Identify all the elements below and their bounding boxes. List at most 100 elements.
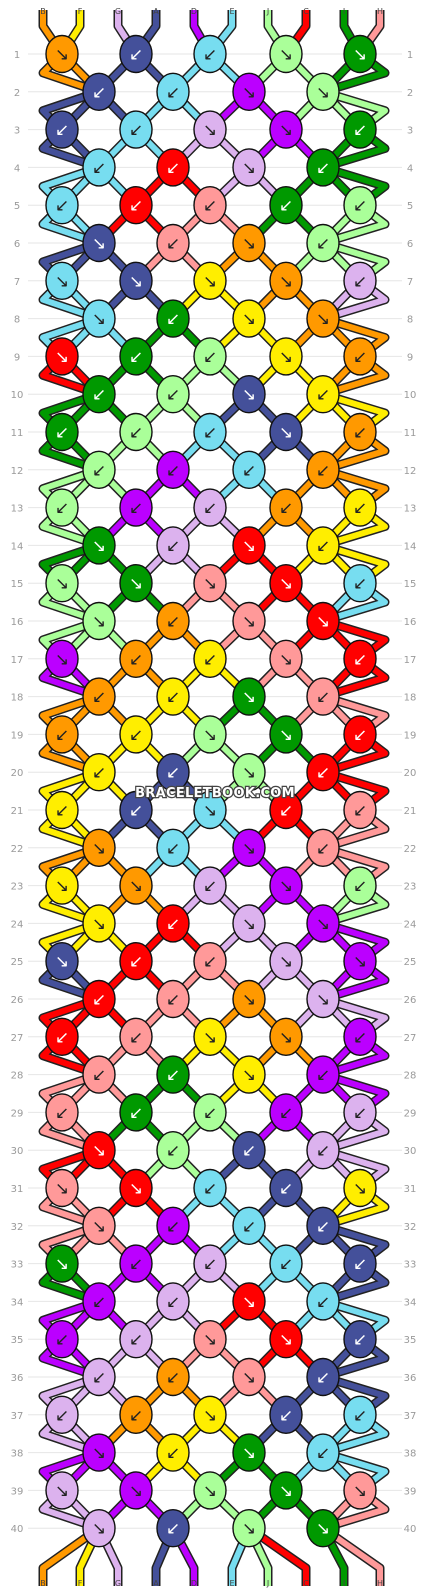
knot bbox=[45, 942, 79, 981]
knot bbox=[119, 488, 153, 527]
row-number-right: 24 bbox=[404, 919, 417, 930]
knot bbox=[156, 1206, 190, 1246]
knot bbox=[232, 375, 266, 414]
knot bbox=[232, 148, 266, 187]
knot bbox=[232, 601, 266, 641]
knot-arrow-icon: ↘ bbox=[92, 1444, 106, 1464]
knot bbox=[343, 488, 377, 527]
row-number-right: 11 bbox=[404, 428, 417, 439]
knot-arrow-icon: ↙ bbox=[129, 725, 143, 745]
knot-arrow-icon: ↙ bbox=[166, 914, 180, 934]
knot bbox=[306, 828, 340, 867]
knot-arrow-icon: ↙ bbox=[203, 650, 217, 670]
knot bbox=[45, 1244, 79, 1283]
knot-arrow-icon: ↘ bbox=[242, 83, 256, 103]
knot-arrow-icon: ↙ bbox=[316, 385, 330, 405]
knot-arrow-icon: ↙ bbox=[166, 310, 180, 330]
knot bbox=[45, 564, 79, 603]
knot bbox=[156, 223, 190, 263]
knot-arrow-icon: ↙ bbox=[166, 990, 180, 1010]
knot bbox=[193, 337, 227, 376]
knot bbox=[269, 1471, 303, 1510]
knot-arrow-icon: ↘ bbox=[92, 1519, 106, 1539]
top-string-label: H bbox=[377, 7, 383, 16]
bottom-string bbox=[247, 1525, 309, 1586]
knot-arrow-icon: ↙ bbox=[92, 990, 106, 1010]
knot bbox=[119, 110, 153, 149]
knot-arrow-icon: ↙ bbox=[353, 272, 367, 292]
knot bbox=[119, 34, 153, 74]
knot bbox=[193, 185, 227, 225]
knot bbox=[156, 1130, 190, 1170]
knot bbox=[45, 790, 79, 830]
knot-arrow-icon: ↙ bbox=[353, 1406, 367, 1426]
knot-arrow-icon: ↙ bbox=[129, 801, 143, 821]
knot bbox=[306, 72, 340, 112]
knot bbox=[306, 1055, 340, 1094]
knot bbox=[119, 1319, 153, 1359]
knot-grid: ↘↙↙↘↘↙↙↘↘↙↙↘↘↙↙↙↘↙↙↙↙↙↙↘↙↘↙↘↘↘↘↙↘↙↘↘↘↙↙↘… bbox=[45, 34, 377, 1548]
knot bbox=[45, 1395, 79, 1435]
knot-arrow-icon: ↙ bbox=[92, 461, 106, 481]
knot bbox=[82, 753, 116, 792]
knot-arrow-icon: ↘ bbox=[55, 1481, 69, 1501]
knot bbox=[82, 375, 116, 414]
knot-arrow-icon: ↙ bbox=[55, 801, 69, 821]
knot-arrow-icon: ↙ bbox=[316, 1217, 330, 1237]
knot bbox=[45, 715, 79, 754]
knot-arrow-icon: ↙ bbox=[129, 196, 143, 216]
knot bbox=[156, 299, 190, 338]
knot bbox=[306, 1282, 340, 1321]
knot-arrow-icon: ↙ bbox=[203, 1179, 217, 1199]
row-number-left: 6 bbox=[14, 239, 20, 250]
knot-arrow-icon: ↙ bbox=[242, 461, 256, 481]
row-number-left: 37 bbox=[11, 1411, 24, 1422]
knot-arrow-icon: ↙ bbox=[166, 763, 180, 783]
knot-arrow-icon: ↘ bbox=[203, 1330, 217, 1350]
knot-arrow-icon: ↘ bbox=[55, 347, 69, 367]
knot-arrow-icon: ↘ bbox=[279, 272, 293, 292]
knot-arrow-icon: ↙ bbox=[55, 423, 69, 443]
knot bbox=[306, 1357, 340, 1397]
row-number-left: 7 bbox=[14, 277, 20, 288]
knot bbox=[119, 1395, 153, 1435]
knot bbox=[232, 753, 266, 792]
knot bbox=[269, 1244, 303, 1283]
knot bbox=[343, 337, 377, 376]
knot-arrow-icon: ↘ bbox=[353, 952, 367, 972]
knot bbox=[343, 942, 377, 981]
knot-arrow-icon: ↙ bbox=[353, 725, 367, 745]
knot bbox=[343, 1168, 377, 1208]
row-number-right: 34 bbox=[404, 1297, 417, 1308]
row-number-left: 27 bbox=[11, 1033, 24, 1044]
knot bbox=[306, 450, 340, 489]
knot bbox=[232, 904, 266, 943]
knot bbox=[45, 1093, 79, 1132]
knot-arrow-icon: ↘ bbox=[92, 234, 106, 254]
knot bbox=[45, 34, 79, 74]
knot-arrow-icon: ↘ bbox=[203, 801, 217, 821]
knot bbox=[156, 450, 190, 489]
row-number-left: 23 bbox=[11, 882, 24, 893]
knot-arrow-icon: ↙ bbox=[353, 423, 367, 443]
knot-arrow-icon: ↙ bbox=[129, 1028, 143, 1048]
bottom-string bbox=[321, 1525, 383, 1586]
knot-arrow-icon: ↘ bbox=[242, 612, 256, 632]
knot-arrow-icon: ↙ bbox=[166, 158, 180, 178]
row-number-right: 14 bbox=[404, 541, 417, 552]
knot-arrow-icon: ↙ bbox=[203, 423, 217, 443]
row-number-left: 28 bbox=[11, 1071, 24, 1082]
row-number-left: 1 bbox=[14, 50, 20, 61]
knot-arrow-icon: ↘ bbox=[279, 650, 293, 670]
knot bbox=[343, 34, 377, 74]
row-number-left: 14 bbox=[11, 541, 24, 552]
knot bbox=[45, 639, 79, 678]
knot bbox=[306, 753, 340, 792]
knot-arrow-icon: ↙ bbox=[316, 839, 330, 859]
row-number-right: 6 bbox=[407, 239, 413, 250]
knot bbox=[269, 1168, 303, 1208]
knot bbox=[232, 1055, 266, 1094]
knot bbox=[269, 110, 303, 149]
knot-arrow-icon: ↙ bbox=[279, 1179, 293, 1199]
knot-arrow-icon: ↙ bbox=[166, 1292, 180, 1312]
